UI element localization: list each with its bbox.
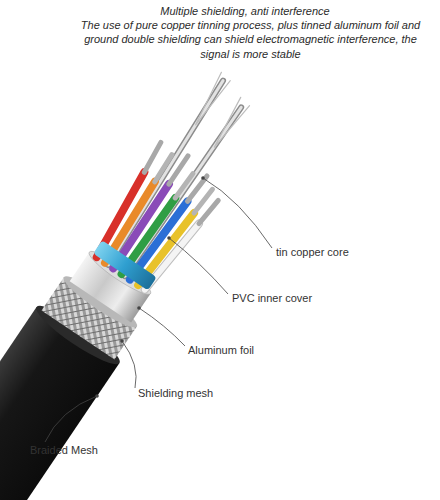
leader-lines xyxy=(45,178,272,442)
part-label: PVC inner cover xyxy=(232,292,312,304)
description-text: The use of pure copper tinning process, … xyxy=(78,18,423,61)
part-label: Braided Mesh xyxy=(30,444,98,456)
part-label: Shielding mesh xyxy=(138,387,213,399)
part-label: Aluminum foil xyxy=(188,344,254,356)
leader-dots xyxy=(95,176,205,398)
part-label: tin copper core xyxy=(276,246,349,258)
conductors xyxy=(88,139,230,296)
heading: Multiple shielding, anti interference xyxy=(70,4,420,18)
cable xyxy=(0,60,286,500)
inner-sleeve xyxy=(93,240,157,290)
